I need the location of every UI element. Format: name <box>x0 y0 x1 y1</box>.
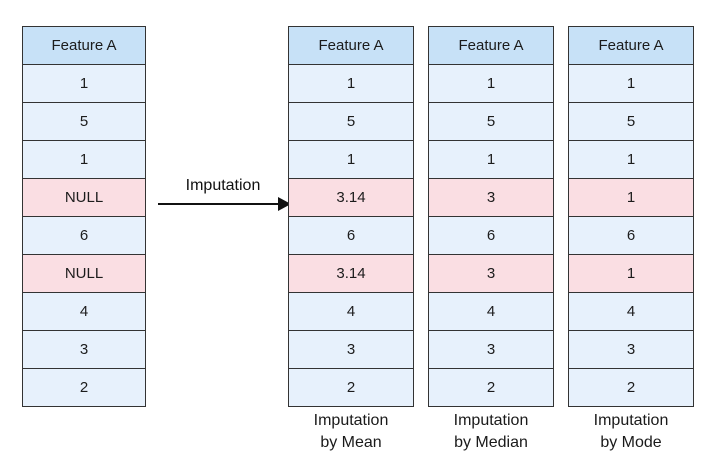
table-cell: 4 <box>429 292 553 330</box>
table-cell: 1 <box>289 140 413 178</box>
table-cell: 5 <box>289 102 413 140</box>
table-cell: 3 <box>289 330 413 368</box>
table-cell: 4 <box>23 292 145 330</box>
table-caption: Imputation by Mean <box>289 410 413 454</box>
table-cell: 2 <box>569 368 693 406</box>
table-cell: 6 <box>289 216 413 254</box>
table-cell-imputed: NULL <box>23 178 145 216</box>
table-header-cell: Feature A <box>289 27 413 64</box>
table-cell: 3 <box>23 330 145 368</box>
table-cell: 2 <box>23 368 145 406</box>
table-cell-imputed: 3.14 <box>289 254 413 292</box>
table-cell: 5 <box>569 102 693 140</box>
table-cell-imputed: NULL <box>23 254 145 292</box>
table-cell: 6 <box>569 216 693 254</box>
table-cell-imputed: 3 <box>429 178 553 216</box>
table-caption: Imputation by Mode <box>569 410 693 454</box>
table-cell: 4 <box>569 292 693 330</box>
table-caption-line: by Mean <box>320 434 382 451</box>
arrow-right-icon <box>278 197 291 211</box>
table-cell: 5 <box>429 102 553 140</box>
imputation-arrow: Imputation <box>155 176 291 216</box>
table-header-cell: Feature A <box>429 27 553 64</box>
table-caption-line: Imputation <box>593 412 669 429</box>
table-cell: 2 <box>289 368 413 406</box>
table-cell: 1 <box>569 64 693 102</box>
table-cell-imputed: 3.14 <box>289 178 413 216</box>
table-cell: 1 <box>289 64 413 102</box>
table-cell: 4 <box>289 292 413 330</box>
table-header-cell: Feature A <box>569 27 693 64</box>
table-caption: Imputation by Median <box>429 410 553 454</box>
table-cell: 1 <box>569 140 693 178</box>
table-cell: 3 <box>569 330 693 368</box>
table-cell: 6 <box>23 216 145 254</box>
table-cell: 1 <box>429 140 553 178</box>
table-cell: 3 <box>429 330 553 368</box>
table-cell: 6 <box>429 216 553 254</box>
table-header-cell: Feature A <box>23 27 145 64</box>
table-cell: 1 <box>23 64 145 102</box>
table-cell-imputed: 1 <box>569 254 693 292</box>
table-caption-line: Imputation <box>453 412 529 429</box>
table-cell: 2 <box>429 368 553 406</box>
table-cell: 5 <box>23 102 145 140</box>
table-cell: 1 <box>23 140 145 178</box>
arrow-line <box>158 203 279 205</box>
table-cell: 1 <box>429 64 553 102</box>
table-cell-imputed: 1 <box>569 178 693 216</box>
table-caption-line: Imputation <box>313 412 389 429</box>
table-cell-imputed: 3 <box>429 254 553 292</box>
arrow-label: Imputation <box>185 177 261 194</box>
table-caption-line: by Median <box>454 434 528 451</box>
table-caption-line: by Mode <box>600 434 662 451</box>
